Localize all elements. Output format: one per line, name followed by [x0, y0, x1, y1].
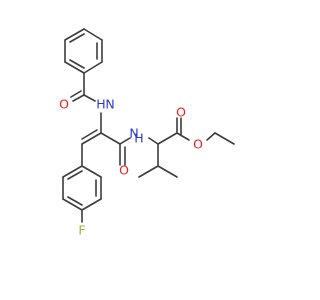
bond-cb-me2: [157, 165, 178, 178]
bond-carbonyl-n1: [83, 94, 96, 102]
atom-o-ester: O: [193, 137, 203, 152]
bond-alkene-b: [81, 129, 98, 140]
molecule-diagram: O N H H N O O O F: [59, 28, 235, 238]
bond-c2-n2: [119, 137, 131, 145]
atom-n-amide2: N: [129, 126, 138, 141]
bond-ca-c3: [157, 132, 178, 145]
atom-h-amide1: H: [96, 97, 105, 112]
bond-c3-o4: [176, 132, 190, 141]
bond-carbonyl-o1b: [70, 90, 82, 98]
bond-cb-me1: [138, 165, 159, 178]
bond-o4-ch2: [206, 132, 216, 141]
structure-canvas: O N H H N O O O F: [59, 28, 235, 238]
bond-calpha-c2: [100, 132, 121, 145]
atom-o-amide2: O: [119, 163, 129, 178]
atom-h-amide2: H: [134, 131, 143, 146]
bond-ch2-ch3: [214, 132, 235, 145]
benzoyl-ring: [64, 28, 103, 74]
atom-n-amide1: N: [105, 97, 114, 112]
bond-carbonyl-o1a: [72, 94, 85, 102]
atom-fluorine: F: [78, 223, 85, 238]
fluorophenyl-ring: [62, 165, 102, 211]
bond-alkene-a: [81, 132, 102, 145]
atom-o-ester-carbonyl: O: [176, 105, 186, 120]
bond-n2-ca: [148, 137, 159, 145]
atom-o-benzoyl: O: [59, 97, 69, 112]
